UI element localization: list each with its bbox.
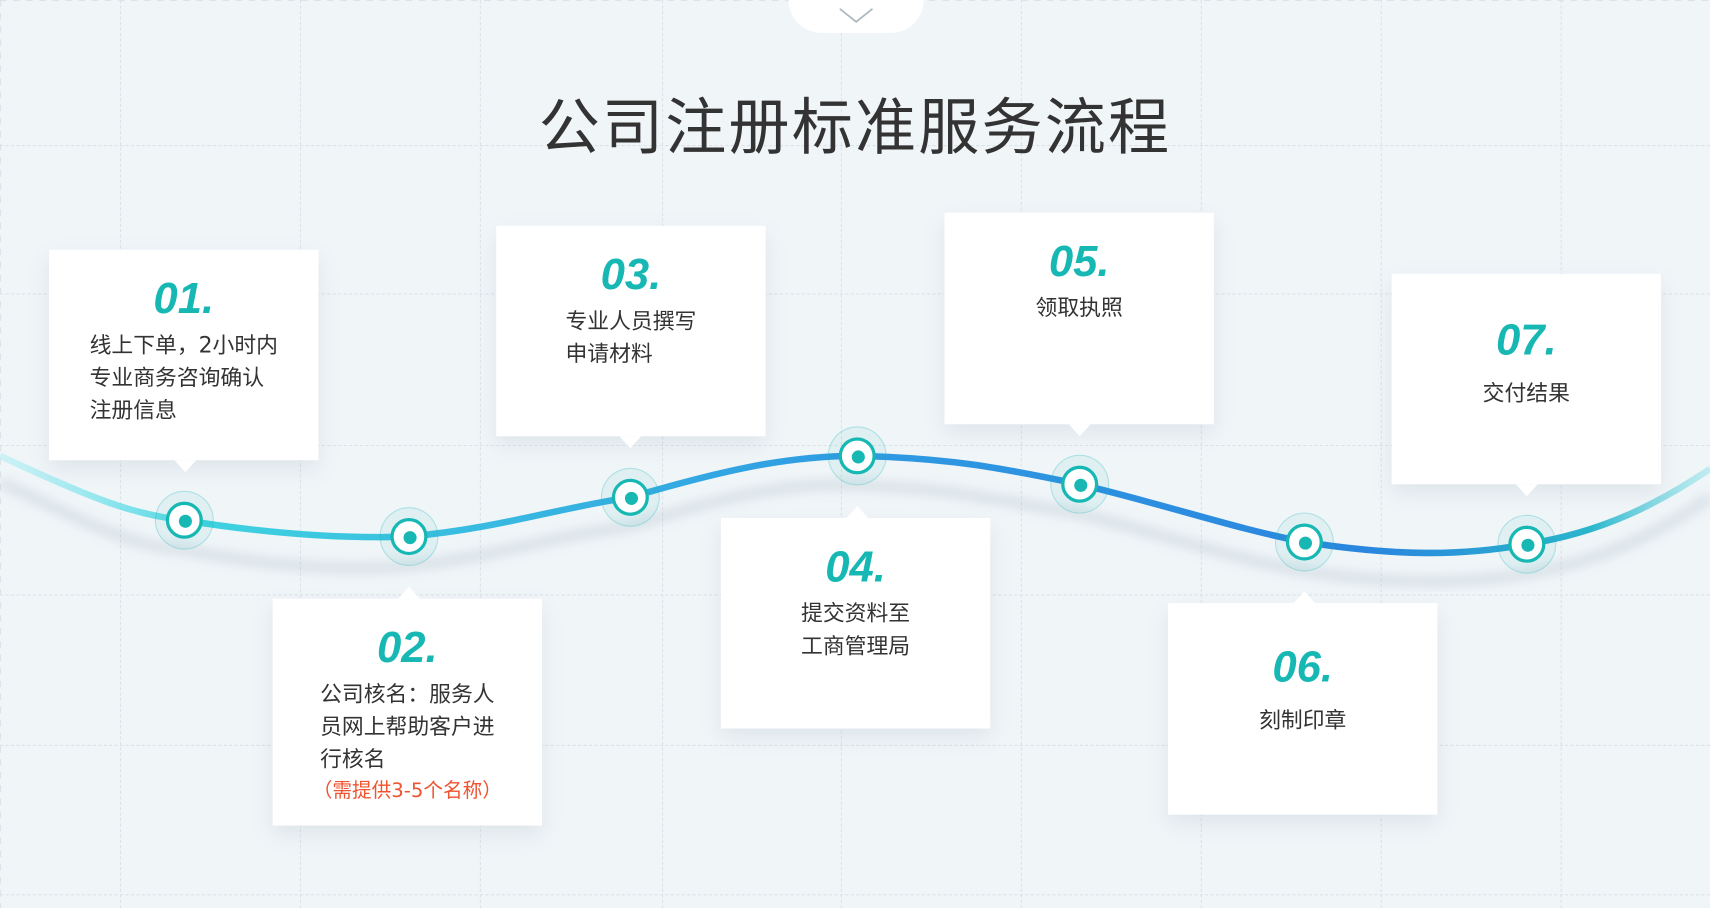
step-description: 领取执照 <box>1036 291 1123 324</box>
step-line: 工商管理局 <box>801 632 911 659</box>
step-description: 专业人员撰写 申请材料 <box>565 304 696 369</box>
grid-line <box>479 0 481 908</box>
step-number: 03. <box>600 250 662 299</box>
step-node-04 <box>827 426 887 486</box>
step-line: 领取执照 <box>1035 294 1123 321</box>
step-card-01: 01. 线上下单，2小时内 专业商务咨询确认 注册信息 <box>49 249 319 473</box>
grid-line <box>661 0 664 908</box>
step-number: 01. <box>153 274 215 323</box>
step-line: 行核名 <box>320 745 386 773</box>
step-line: 专业人员撰写 <box>565 307 697 334</box>
step-description: 交付结果 <box>1483 376 1570 409</box>
grid-line <box>0 293 1710 295</box>
step-line: 提交资料至 <box>801 599 911 627</box>
grid-line <box>0 145 1710 147</box>
step-description: 公司核名：服务人 员网上帮助客户进 行核名 <box>320 677 494 775</box>
step-node-02 <box>379 507 439 567</box>
step-card-04: 04. 提交资料至 工商管理局 <box>720 506 991 729</box>
step-note: （需提供3-5个名称） <box>312 779 502 803</box>
grid-line <box>0 894 1710 896</box>
step-card-03: 03. 专业人员撰写 申请材料 <box>496 225 766 449</box>
step-description: 提交资料至 工商管理局 <box>801 597 910 662</box>
step-number: 02. <box>377 623 438 672</box>
step-node-05 <box>1050 454 1110 514</box>
grid-line <box>1380 0 1382 908</box>
step-card-02: 02. 公司核名：服务人 员网上帮助客户进 行核名 （需提供3-5个名称） <box>272 586 543 826</box>
step-description: 刻制印章 <box>1259 703 1346 736</box>
step-node-07 <box>1497 514 1557 574</box>
step-number: 04. <box>825 543 886 592</box>
grid-line <box>1020 0 1022 908</box>
step-card-05: 05. 领取执照 <box>944 212 1214 437</box>
step-node-01 <box>154 490 214 550</box>
step-line: 申请材料 <box>565 340 653 367</box>
step-line: 刻制印章 <box>1259 706 1347 733</box>
step-node-06 <box>1274 512 1334 572</box>
step-node-03 <box>600 467 660 527</box>
step-line: 员网上帮助客户进 <box>320 713 495 740</box>
step-line: 线上下单，2小时内 <box>89 331 278 358</box>
step-number: 07. <box>1495 316 1557 365</box>
collapse-tab[interactable] <box>788 0 924 33</box>
step-line: 专业商务咨询确认 <box>89 364 265 391</box>
grid-line <box>1200 0 1202 908</box>
step-card-07: 07. 交付结果 <box>1391 273 1661 497</box>
step-line: 公司核名：服务人 <box>320 680 495 707</box>
step-line: 交付结果 <box>1482 379 1570 406</box>
chevron-down-icon <box>839 8 873 23</box>
step-number: 05. <box>1048 237 1110 286</box>
step-card-06: 06. 刻制印章 <box>1168 591 1438 815</box>
step-number: 06. <box>1272 643 1334 692</box>
step-description: 线上下单，2小时内 专业商务咨询确认 注册信息 <box>90 328 278 426</box>
page-title: 公司注册标准服务流程 <box>538 92 1172 164</box>
step-line: 注册信息 <box>89 396 177 424</box>
grid-line <box>0 744 1710 746</box>
